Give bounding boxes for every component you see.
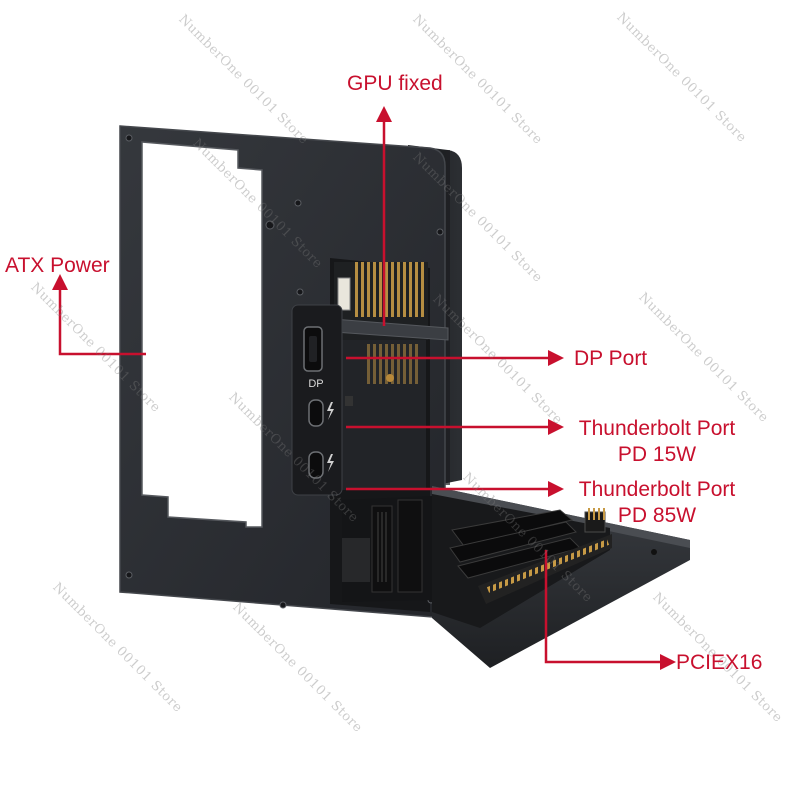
atx-power-label: ATX Power — [5, 253, 110, 279]
thunderbolt-port-1[interactable] — [308, 399, 324, 427]
port-panel: DP — [291, 304, 343, 496]
callout-arrows — [58, 118, 664, 664]
gpu-fixed-text: GPU fixed — [347, 72, 443, 95]
pciex16-slot[interactable] — [451, 509, 574, 547]
thunderbolt-port-15w-label: Thunderbolt Port PD 15W — [564, 416, 750, 468]
riser-card — [319, 262, 449, 490]
thunderbolt-port-85w-label: Thunderbolt Port PD 85W — [564, 477, 750, 529]
pciex16-text: PCIEX16 — [676, 651, 763, 674]
lightning-bolt-icon — [327, 402, 334, 420]
pciex16-label: PCIEX16 — [676, 650, 762, 676]
thunderbolt-port-2[interactable] — [308, 451, 324, 479]
atx-power-cutout — [141, 141, 263, 528]
dp-port-text: DP Port — [574, 347, 648, 370]
atx-power-text: ATX Power — [5, 254, 110, 277]
thunderbolt-port-text: Thunderbolt Port — [578, 478, 736, 501]
dp-marking: DP — [308, 378, 323, 390]
lightning-bolt-icon — [327, 454, 334, 472]
arrow-heads — [52, 106, 676, 670]
thunderbolt-port-text: Thunderbolt Port — [578, 417, 736, 440]
dp-port-label: DP Port — [574, 346, 647, 372]
gpu-fixed-label: GPU fixed — [347, 71, 443, 97]
pd-15w-text: PD 15W — [617, 443, 697, 466]
mainboard — [342, 494, 612, 628]
pd-85w-text: PD 85W — [617, 504, 697, 527]
